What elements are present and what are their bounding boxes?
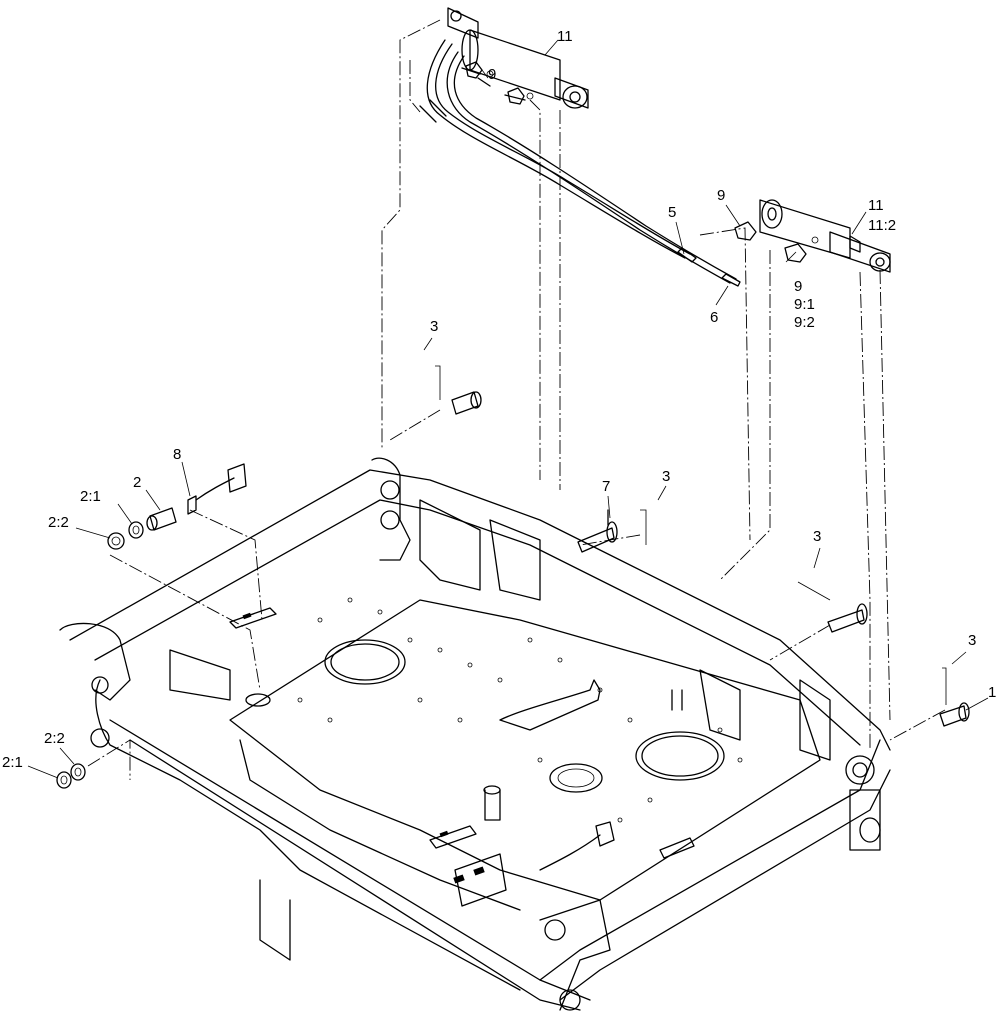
callout-3-far: 3: [968, 632, 977, 649]
callout-8: 8: [173, 446, 182, 463]
callout-leaders: [27, 39, 989, 779]
left-bushing-stack: [107, 463, 263, 691]
pins: [435, 365, 970, 727]
callout-1: 1: [988, 684, 997, 701]
callout-11-right: 11: [868, 197, 884, 214]
callout-3-upper: 3: [430, 318, 439, 335]
callout-3-mid: 3: [662, 468, 671, 485]
callout-3-right: 3: [813, 528, 822, 545]
callout-9-mid: 9: [717, 187, 726, 204]
callout-5: 5: [668, 204, 677, 221]
right-lift-cylinder: [734, 199, 891, 273]
mounting-holes: [297, 597, 743, 823]
callout-9-2: 9:2: [794, 314, 815, 331]
callout-9-upper: 9: [488, 66, 497, 83]
callout-2: 2: [133, 474, 142, 491]
lower-left-washers: [56, 739, 131, 789]
callout-6: 6: [710, 309, 719, 326]
callout-2-1-lower: 2:1: [2, 754, 23, 771]
callout-9-1: 9:1: [794, 296, 815, 313]
upper-lift-cylinder: [447, 7, 589, 109]
callout-11-2: 11:2: [868, 217, 897, 234]
callout-9-right: 9: [794, 278, 803, 295]
hydraulic-hoses: [419, 39, 741, 287]
callout-2-2-lower: 2:2: [44, 730, 65, 747]
callout-7: 7: [602, 478, 611, 495]
callout-11-upper: 11: [557, 28, 573, 45]
main-frame: [59, 457, 891, 1011]
callout-2-2-upper: 2:2: [48, 514, 69, 531]
upper-elbow-fittings: [465, 61, 534, 105]
assembly-lines-top: [381, 19, 946, 750]
callout-2-1-upper: 2:1: [80, 488, 101, 505]
